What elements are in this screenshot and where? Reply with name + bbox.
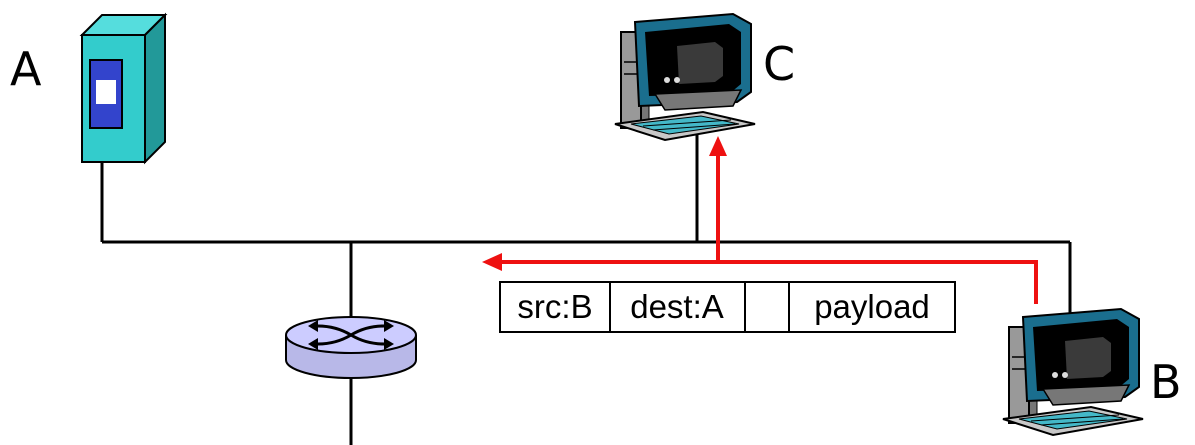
frame-box (499, 281, 956, 333)
frame: src:B dest:A payload (499, 281, 956, 333)
router-icon (285, 316, 417, 379)
broadcast-signal (500, 152, 1038, 304)
arrow-left-icon (482, 253, 502, 271)
arrow-up-icon (709, 136, 727, 156)
frame-field-dest: dest:A (630, 288, 724, 325)
node-label-a: A (10, 42, 42, 96)
network-links (100, 133, 1072, 445)
computer-icon (1002, 307, 1144, 437)
server-icon (79, 12, 168, 165)
signal-path (500, 260, 1038, 304)
node-label-b: B (1150, 355, 1182, 409)
node-label-c: C (763, 37, 795, 91)
frame-field-src: src:B (517, 288, 592, 325)
frame-field-payload: payload (814, 288, 930, 325)
computer-icon (614, 12, 756, 142)
